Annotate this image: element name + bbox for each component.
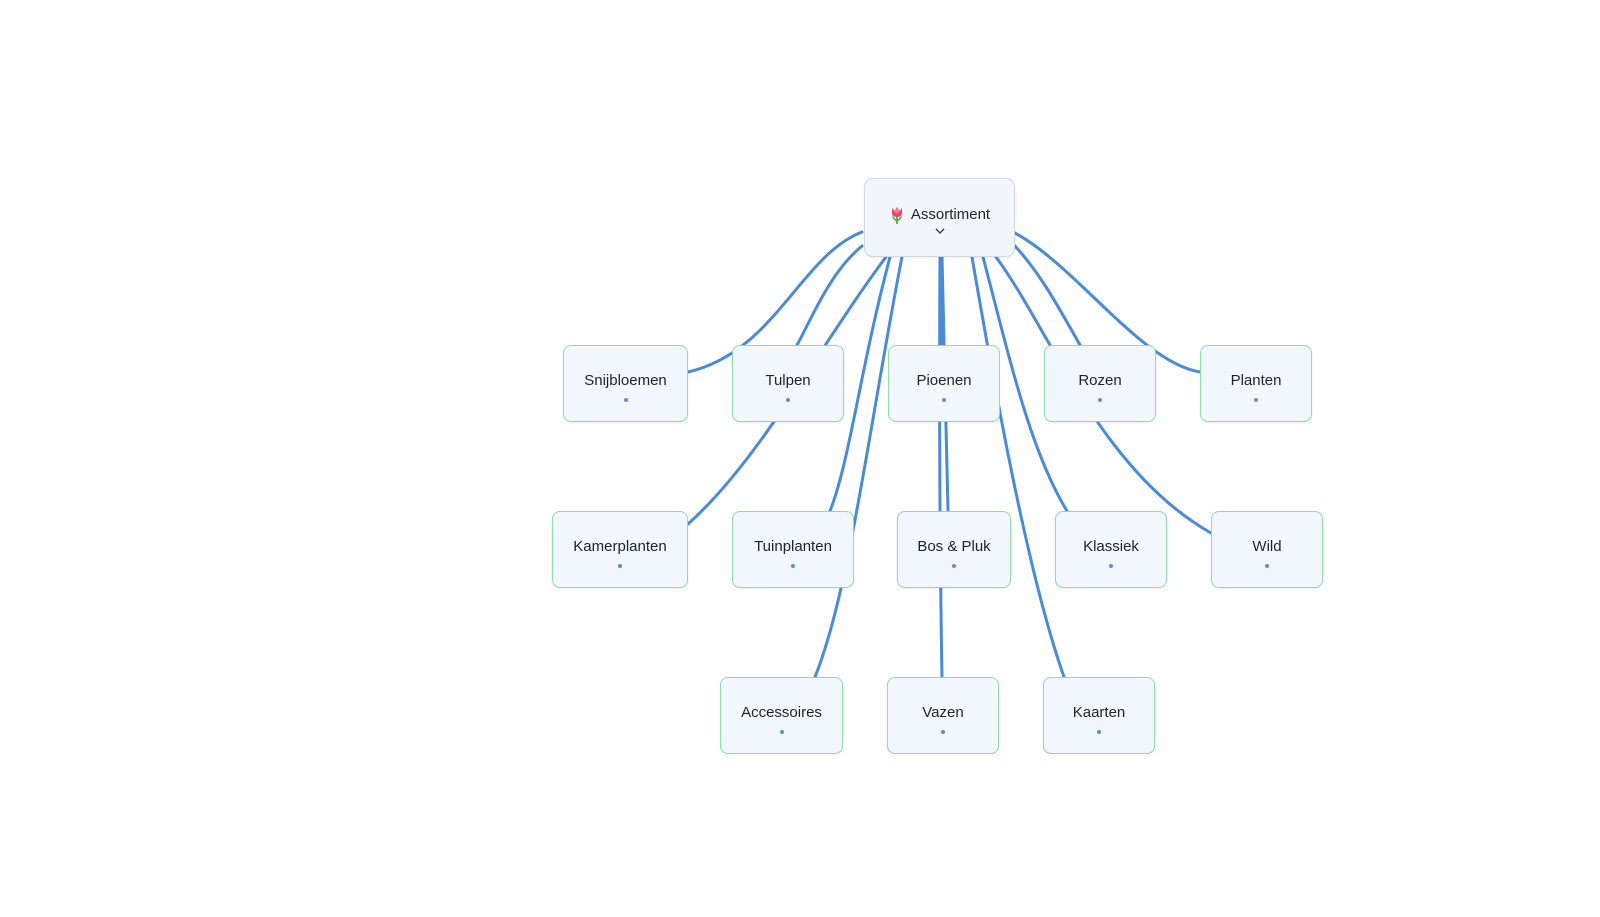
node-wild[interactable]: Wild — [1211, 511, 1323, 588]
connection-handle[interactable] — [1254, 397, 1258, 402]
connection-handle[interactable] — [618, 563, 622, 568]
connection-handle[interactable] — [1109, 563, 1113, 568]
edge-tuinplanten[interactable] — [828, 255, 892, 513]
edge-vazen[interactable] — [938, 255, 944, 679]
connection-handle[interactable] — [1097, 729, 1101, 734]
connection-handle[interactable] — [623, 397, 628, 402]
node-label: Vazen — [922, 703, 964, 721]
node-label: Wild — [1252, 537, 1282, 555]
connection-handle[interactable] — [941, 729, 945, 734]
edge-klassiek[interactable] — [981, 255, 1069, 513]
node-label: Kamerplanten — [573, 537, 667, 555]
connection-handle[interactable] — [791, 563, 795, 568]
edge-accessoires[interactable] — [813, 255, 904, 679]
node-label: Tulpen — [765, 371, 811, 389]
node-label: Kaarten — [1072, 703, 1126, 721]
root-node-assortiment[interactable]: Assortiment — [864, 178, 1015, 257]
connection-handle[interactable] — [779, 729, 784, 734]
node-bos-pluk[interactable]: Bos & Pluk — [897, 511, 1011, 588]
connection-handle[interactable] — [942, 397, 946, 402]
connection-handle[interactable] — [952, 563, 956, 568]
edge-snijbloemen[interactable] — [686, 230, 864, 374]
node-label: Rozen — [1078, 371, 1122, 389]
node-pioenen[interactable]: Pioenen — [888, 345, 1000, 422]
tulip-icon — [891, 206, 902, 224]
node-kamerplanten[interactable]: Kamerplanten — [552, 511, 688, 588]
node-label: Bos & Pluk — [917, 537, 991, 555]
node-tulpen[interactable]: Tulpen — [732, 345, 844, 422]
node-label: Tuinplanten — [754, 537, 832, 555]
node-label: Pioenen — [916, 371, 972, 389]
node-vazen[interactable]: Vazen — [887, 677, 999, 754]
node-klassiek[interactable]: Klassiek — [1055, 511, 1167, 588]
node-snijbloemen[interactable]: Snijbloemen — [563, 345, 688, 422]
edge-rozen[interactable] — [1011, 242, 1082, 347]
node-label: Accessoires — [741, 703, 822, 721]
node-label: Snijbloemen — [584, 371, 667, 389]
connection-handle[interactable] — [786, 397, 790, 402]
node-label: Planten — [1230, 371, 1282, 389]
edge-planten[interactable] — [1011, 230, 1202, 374]
node-kaarten[interactable]: Kaarten — [1043, 677, 1155, 754]
edge-kaarten[interactable] — [970, 255, 1066, 679]
edge-tulpen[interactable] — [795, 244, 864, 347]
chevron-down-icon[interactable] — [934, 227, 946, 235]
connection-handle[interactable] — [1098, 397, 1102, 402]
connection-handle[interactable] — [1265, 563, 1269, 568]
node-tuinplanten[interactable]: Tuinplanten — [732, 511, 854, 588]
node-planten[interactable]: Planten — [1200, 345, 1312, 422]
node-label: Klassiek — [1083, 537, 1139, 555]
node-rozen[interactable]: Rozen — [1044, 345, 1156, 422]
node-accessoires[interactable]: Accessoires — [720, 677, 843, 754]
root-label: Assortiment — [910, 206, 991, 223]
